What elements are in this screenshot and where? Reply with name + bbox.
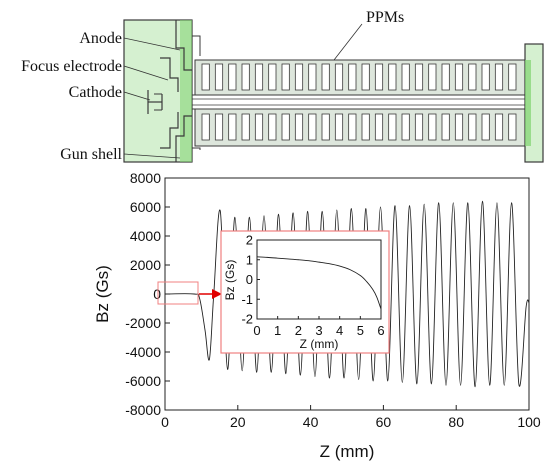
y-tick-label: 4000 <box>130 228 161 244</box>
y-tick-label: -1 <box>241 292 253 307</box>
zoom-region-box <box>157 281 199 305</box>
ppm-fin <box>254 113 264 141</box>
ppm-fin <box>268 63 277 91</box>
ppm-fin <box>414 113 424 141</box>
ppm-fin <box>294 113 304 141</box>
ppm-fin <box>348 113 357 141</box>
ppm-fin <box>481 63 490 91</box>
ppm-fin <box>321 113 330 141</box>
ppm-fin <box>241 113 250 141</box>
ppm-fin <box>281 113 290 141</box>
ppm-fin <box>254 63 264 91</box>
ppm-fin <box>508 113 517 141</box>
ppm-fin <box>374 113 384 141</box>
ppm-fin <box>414 63 424 91</box>
ppm-fin <box>361 113 370 141</box>
ppm-fin <box>494 63 504 91</box>
ppm-fin <box>468 113 477 141</box>
x-tick-label: 5 <box>357 323 364 338</box>
y-tick-label: -8000 <box>125 402 161 418</box>
x-tick-label: 6 <box>377 323 384 338</box>
y-tick-label: 2 <box>246 233 253 248</box>
ppm-fin <box>334 113 344 141</box>
ppm-fin <box>201 113 210 141</box>
ppm-fin <box>294 63 304 91</box>
ppm-fin <box>281 63 290 91</box>
x-tick-label: 3 <box>315 323 322 338</box>
inset-series-line <box>256 256 382 310</box>
ppm-fin <box>508 63 517 91</box>
y-tick-label: 0 <box>246 272 253 287</box>
ppm-fin <box>321 63 330 91</box>
x-tick-label: 2 <box>295 323 302 338</box>
ppm-fin <box>428 63 437 91</box>
x-tick-label: 100 <box>517 414 541 430</box>
y-tick-label: 2000 <box>130 257 161 273</box>
ppm-fin <box>494 113 504 141</box>
ppm-fin <box>401 113 410 141</box>
y-tick-label: 8000 <box>130 170 161 186</box>
ppm-fin <box>308 113 317 141</box>
y-tick-label: 0 <box>153 286 161 302</box>
ppm-fin <box>428 113 437 141</box>
ppm-fin <box>401 63 410 91</box>
ppm-fin <box>348 63 357 91</box>
x-tick-label: 0 <box>253 323 260 338</box>
ppm-fin <box>228 113 237 141</box>
beam-tunnel <box>191 94 529 110</box>
x-tick-label: 60 <box>376 414 392 430</box>
ppm-fin <box>374 63 384 91</box>
inset-y-axis-label: Bz (Gs) <box>223 260 237 301</box>
x-tick-label: 0 <box>161 414 169 430</box>
ppm-fin <box>388 63 397 91</box>
label-focus-electrode: Focus electrode <box>21 58 122 75</box>
ppm-fin <box>201 63 210 91</box>
focus-electrode <box>160 57 179 92</box>
x-tick-label: 20 <box>230 414 246 430</box>
y-tick-label: 6000 <box>130 199 161 215</box>
ppm-fin <box>441 63 450 91</box>
x-tick-label: 1 <box>274 323 281 338</box>
ppm-fin <box>334 63 344 91</box>
y-tick-label: -2 <box>241 312 253 327</box>
structure-diagram: PPMs Anode Focus electrode Cathode Gun s… <box>21 9 544 163</box>
y-tick-label: -4000 <box>125 344 161 360</box>
label-anode: Anode <box>79 30 122 47</box>
ppm-fin <box>481 113 490 141</box>
inset-border <box>220 230 390 354</box>
main-y-axis-label: Bz (Gs) <box>93 265 112 323</box>
ppm-fin <box>388 113 397 141</box>
label-cathode: Cathode <box>69 84 122 101</box>
label-gun-shell: Gun shell <box>60 146 122 163</box>
y-tick-label: 1 <box>246 252 253 267</box>
ppm-fin <box>454 113 464 141</box>
ppm-fin <box>214 113 224 141</box>
x-tick-label: 80 <box>448 414 464 430</box>
ppm-fin <box>468 63 477 91</box>
zoom-arrow <box>212 289 222 299</box>
ppm-fin <box>241 63 250 91</box>
x-tick-label: 40 <box>303 414 319 430</box>
ppm-fins <box>201 63 517 141</box>
x-tick-label: 4 <box>336 323 343 338</box>
inset-x-axis-label: Z (mm) <box>300 337 339 351</box>
ppm-fin <box>228 63 237 91</box>
y-tick-label: -2000 <box>125 315 161 331</box>
main-x-axis-label: Z (mm) <box>320 442 375 461</box>
y-tick-label: -6000 <box>125 373 161 389</box>
ppm-fin <box>454 63 464 91</box>
ppm-fin <box>308 63 317 91</box>
label-ppms: PPMs <box>366 9 404 26</box>
ppm-fin <box>361 63 370 91</box>
anode <box>175 20 192 71</box>
cathode <box>147 90 163 114</box>
ppm-fin <box>268 113 277 141</box>
ppm-fin <box>441 113 450 141</box>
ppm-fin <box>214 63 224 91</box>
